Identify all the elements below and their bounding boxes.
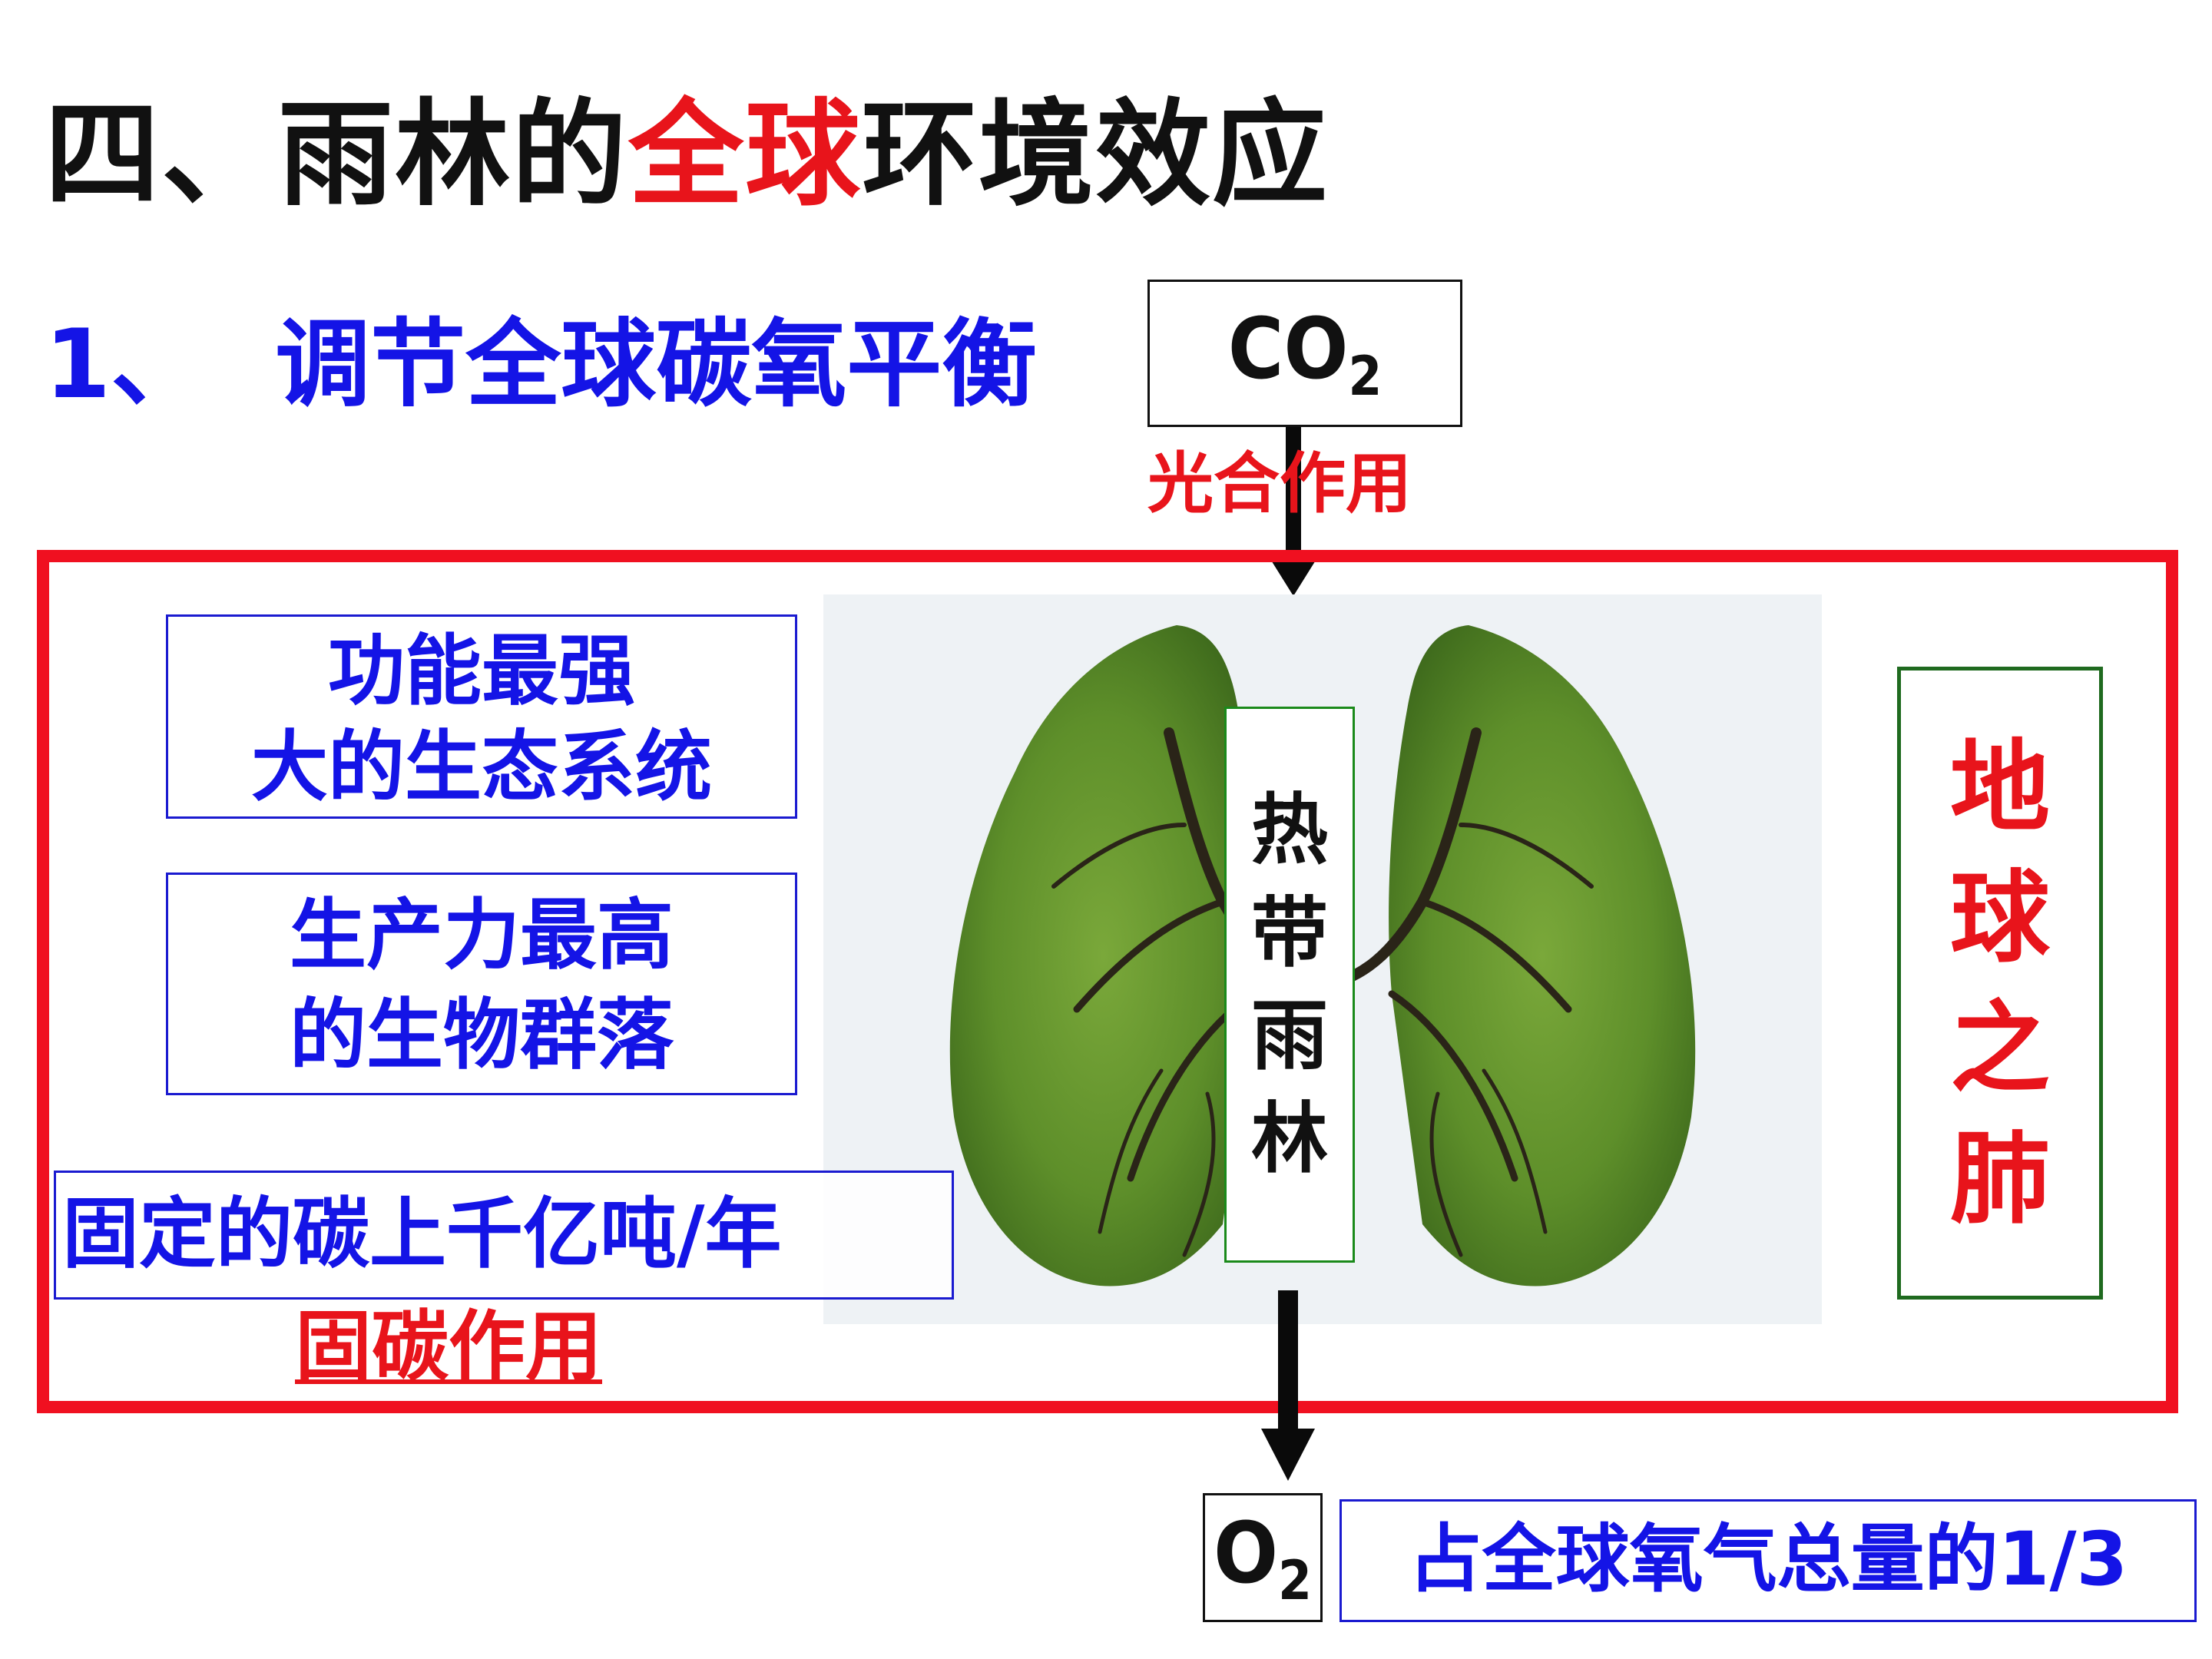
- right-char-2: 球: [1949, 859, 2050, 976]
- page-title: 四、雨林的全球环境效应: [45, 88, 1330, 222]
- o2-box: O2: [1203, 1493, 1323, 1622]
- down-arrow-bottom-icon: [1261, 1429, 1315, 1481]
- right-char-3: 之: [1949, 990, 2050, 1107]
- carbon-fixed-text: 固定的碳上千亿吨/年: [62, 1189, 782, 1279]
- center-char-4: 林: [1251, 1094, 1328, 1184]
- down-arrow-top-icon: [1270, 559, 1316, 596]
- right-char-4: 肺: [1949, 1121, 2050, 1237]
- rainforest-frame: [37, 550, 2178, 1413]
- carbon-fixation-label: 固碳作用: [295, 1302, 602, 1392]
- ecosystem-box: 功能最强 大的生态系统: [166, 614, 797, 819]
- productivity-line-2: 的生物群落: [290, 990, 674, 1080]
- center-char-3: 雨: [1251, 991, 1328, 1081]
- oxygen-share-box: 占全球氧气总量的1/3: [1339, 1499, 2197, 1622]
- ecosystem-line-2: 大的生态系统: [251, 722, 712, 812]
- tropical-rainforest-box: 热 带 雨 林: [1224, 707, 1355, 1263]
- oxygen-share-text: 占全球氧气总量的1/3: [1408, 1516, 2128, 1602]
- right-char-1: 地: [1949, 729, 2050, 846]
- down-arrow-top-shaft: [1286, 427, 1301, 573]
- down-arrow-bottom-shaft: [1278, 1290, 1298, 1436]
- carbon-fixed-box: 固定的碳上千亿吨/年: [54, 1171, 954, 1300]
- center-char-1: 热: [1251, 785, 1328, 875]
- center-char-2: 带: [1251, 888, 1328, 978]
- o2-formula: O2: [1214, 1503, 1312, 1612]
- co2-box: CO2: [1147, 280, 1462, 427]
- earth-lungs-box: 地 球 之 肺: [1897, 667, 2103, 1300]
- productivity-line-1: 生产力最高: [290, 890, 674, 980]
- ecosystem-line-1: 功能最强: [328, 626, 635, 716]
- productivity-box: 生产力最高 的生物群落: [166, 873, 797, 1095]
- photosynthesis-label: 光合作用: [1147, 445, 1412, 522]
- section-heading: 1、调节全球碳氧平衡: [45, 310, 1038, 420]
- co2-formula: CO2: [1227, 299, 1382, 408]
